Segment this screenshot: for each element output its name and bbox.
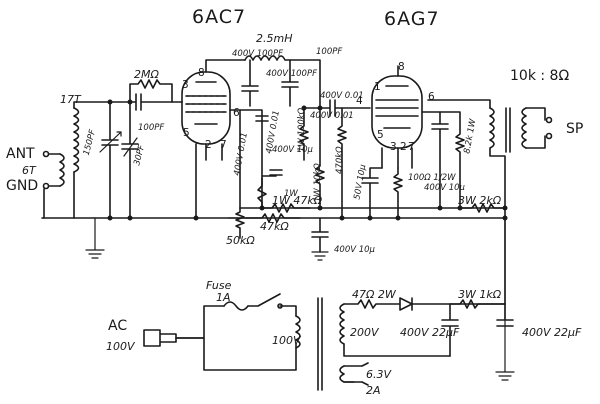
tube-left-pin-8: 8 <box>198 67 205 79</box>
ant-label: ANT <box>6 146 35 162</box>
ac-label: AC <box>108 318 127 334</box>
c-filter-2-label: 400V 22μF <box>522 326 582 339</box>
c-grid-label: 100PF <box>138 123 164 133</box>
tube-right-pin-8: 8 <box>398 61 405 73</box>
r-surge-label: 47Ω 2W <box>352 288 397 301</box>
choke <box>244 55 321 107</box>
r-1k-label: 3W 1kΩ <box>458 288 502 301</box>
fuse-label: Fuse <box>206 279 232 292</box>
output-transformer: 10k : 8Ω SP <box>427 68 583 219</box>
transformer-out-label: 10k : 8Ω <box>510 68 569 84</box>
tube-left-pin-3: 3 <box>182 79 189 91</box>
ant-terminal <box>42 150 50 158</box>
c-coupling-label: 400V 0.01 <box>320 91 364 101</box>
coil-secondary-label: 17T <box>60 93 82 106</box>
gnd-terminal <box>42 182 50 190</box>
speaker-label: SP <box>566 121 583 137</box>
c-filter-mid-label: 400V 10μ <box>334 245 376 255</box>
c-screen-right-label: 400V 10μ <box>424 183 466 193</box>
primary-label: 100V <box>272 334 302 347</box>
tube-left-pin-2: 2 <box>205 139 212 151</box>
c-tune-a-label: 150PF <box>82 129 98 157</box>
heater-a-label: 2A <box>366 384 381 397</box>
c-tune-b-label: 30PF <box>132 144 147 167</box>
ac-plug <box>143 329 177 347</box>
power-switch <box>247 293 297 317</box>
c-cathode-a-label: 400V 10μ <box>272 145 314 155</box>
volume-pot: 50kΩ 47kΩ <box>226 207 301 247</box>
output-screen-section: 400V 10μ 8.2k 1W 3W 2kΩ <box>421 111 506 213</box>
r-grid-leak-label: 2MΩ <box>134 68 159 81</box>
tube-right-pin-2: 2 <box>400 141 407 153</box>
tube-right-pin-5: 5 <box>377 129 384 141</box>
pot-label: 50kΩ <box>226 234 255 247</box>
r-100k-label: 1W 100kΩ <box>297 107 307 152</box>
tube-6ag7: 1 8 4 6 5 3 7 2 <box>356 61 435 169</box>
r-8k2-label: 8.2k 1W <box>462 118 478 155</box>
junction-dots <box>107 99 508 221</box>
tube-right-pin-4: 4 <box>356 95 363 107</box>
tube-left-title: 6AC7 <box>192 6 246 28</box>
tube-left-pin-7: 7 <box>220 139 227 151</box>
secondary-label: 200V <box>350 326 380 339</box>
r-cath-right-label: 100Ω 1/2W <box>408 173 456 183</box>
r-10k-label: 1W 10kΩ <box>313 163 323 202</box>
tube-right-pin-6: 6 <box>428 91 435 103</box>
sp-terminal-a <box>545 116 553 124</box>
c-plate-c-label: 100PF <box>316 47 342 57</box>
c-cath-right-label: 50V 10μ <box>352 163 368 200</box>
power-supply: AC 100V Fuse 1A 100V 200V 47Ω 2W 3W 1kΩ … <box>106 217 582 397</box>
coil-secondary <box>73 107 80 173</box>
fuse <box>223 301 249 311</box>
tube-right-pin-1: 1 <box>374 81 381 93</box>
ac-volts-label: 100V <box>106 340 136 353</box>
c-plate-b-label: 400V 100PF <box>266 69 317 79</box>
c-screen-c-label: 400V 0.01 <box>310 111 354 121</box>
fuse-rating-label: 1A <box>216 291 231 304</box>
filter-cap-mid: 400V 10μ <box>311 217 376 261</box>
gnd-label: GND <box>6 178 38 194</box>
c-screen-b-label: 400V 0.01 <box>232 132 249 177</box>
choke-label: 2.5mH <box>256 32 292 45</box>
tube-6ac7: 8 3 5 6 2 7 <box>181 59 246 219</box>
r-47k-b-label: 47kΩ <box>260 220 289 233</box>
coil-primary-label: 6T <box>22 164 37 177</box>
tube-right-pin-3: 3 <box>390 141 397 153</box>
input-section: ANT GND 6T 17T 150PF 30PF 100PF 2MΩ <box>6 68 183 219</box>
c-filter-1-label: 400V 22μF <box>400 326 460 339</box>
tube-right-title: 6AG7 <box>384 8 440 30</box>
r-47k-a-label: 1W 47kΩ <box>272 194 323 207</box>
sp-terminal-b <box>545 132 553 140</box>
detector-plate-section: 2.5mH 400V 100PF 400V 100PF 100PF 400V 0… <box>229 32 371 219</box>
r-470k-label: 470kΩ <box>335 146 345 174</box>
r-1w-label: 1W <box>284 189 298 199</box>
c-plate-a-label: 400V 100PF <box>232 49 283 59</box>
heater-v-label: 6.3V <box>366 368 392 381</box>
tube-left-pin-5: 5 <box>183 127 190 139</box>
coil-primary <box>59 153 65 187</box>
tube-left-pin-6: 6 <box>233 107 240 119</box>
r-2k-label: 3W 2kΩ <box>458 194 502 207</box>
tube-right-pin-7: 7 <box>408 141 415 153</box>
